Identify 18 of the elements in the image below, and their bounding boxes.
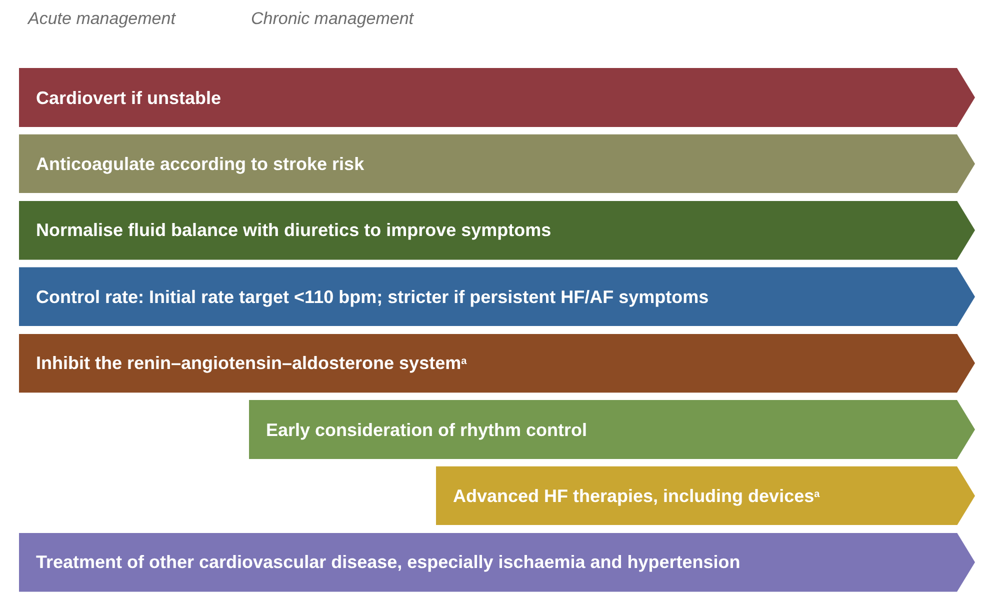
arrow-band: [19, 532, 975, 592]
band-label: Inhibit the renin–angiotensin–aldosterone system$^{a}$: [36, 352, 467, 374]
band-label: Cardiovert if unstable: [36, 86, 222, 108]
band-label: Control rate: Initial rate target <110 bpm; stricter if persistent HF/AF symptoms: [36, 286, 709, 308]
band-label: Normalise fluid balance with diuretics to improve symptoms: [36, 219, 552, 242]
arrow-band: [19, 200, 975, 260]
arrow-band: [19, 334, 975, 393]
column-heading: Chronic management: [251, 8, 414, 30]
column-heading: Acute management: [28, 8, 176, 30]
arrow-band: [19, 267, 975, 326]
arrow-band: [436, 466, 975, 526]
band-label: Anticoagulate according to stroke risk: [36, 152, 364, 175]
arrow-band: [249, 400, 975, 459]
arrow-band: [19, 134, 975, 194]
arrow-band: [19, 68, 975, 127]
band-label: Treatment of other cardiovascular disease, especially ischaemia and hypertension: [36, 551, 740, 574]
band-label: Early consideration of rhythm control: [266, 418, 588, 440]
band-label: Advanced HF therapies, including devices$^{a}$: [453, 484, 820, 507]
